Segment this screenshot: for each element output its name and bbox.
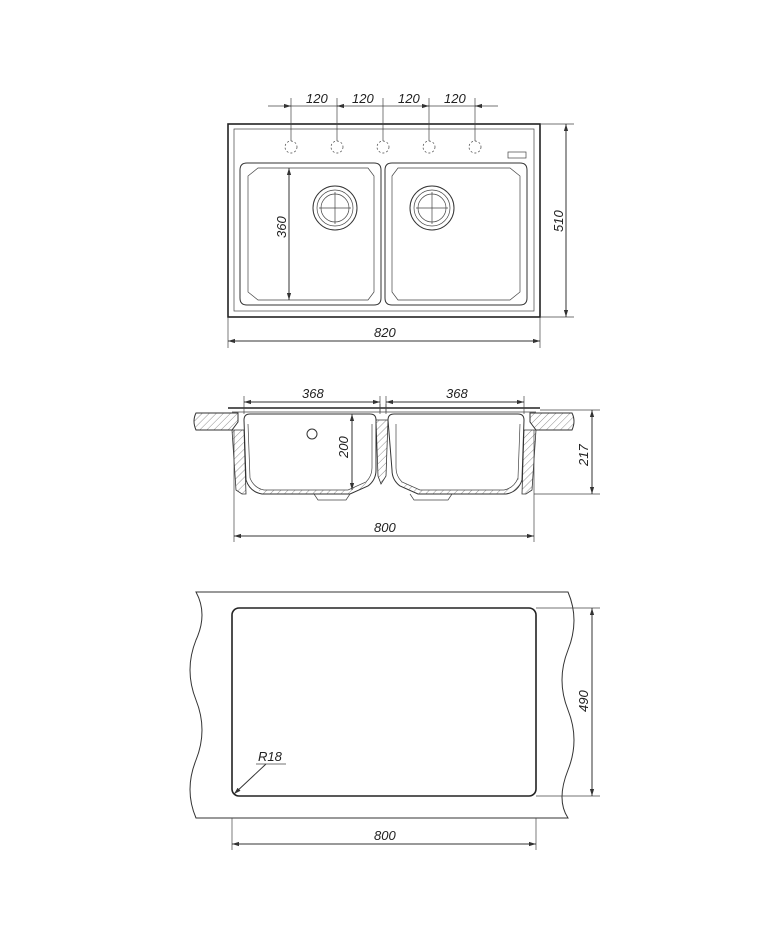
bowl-depth-dim: 360 xyxy=(274,168,292,300)
dim-120-4: 120 xyxy=(444,91,466,106)
section-width-dim: 800 xyxy=(233,514,535,542)
dim-800-section: 800 xyxy=(374,520,396,535)
tap-holes xyxy=(284,140,482,154)
tap-spacing-dims: 120 120 120 120 xyxy=(268,91,498,141)
dim-820: 820 xyxy=(374,325,396,340)
dim-120-2: 120 xyxy=(352,91,374,106)
total-height-dim: 217 xyxy=(534,409,600,495)
dim-510: 510 xyxy=(551,210,566,232)
cutout-rectangle xyxy=(231,607,537,797)
countertop-left xyxy=(193,412,239,431)
bowl-width-dims: 368 368 xyxy=(243,386,525,414)
drain-right-outer xyxy=(409,185,455,231)
height-dim-510: 510 xyxy=(540,123,574,318)
dim-360: 360 xyxy=(274,216,289,238)
cutout-view: R18 490 800 xyxy=(189,591,600,850)
dim-200: 200 xyxy=(336,436,351,459)
cutout-width-dim: 800 xyxy=(231,818,537,850)
dim-120-3: 120 xyxy=(398,91,420,106)
tap-hole-4 xyxy=(422,140,436,154)
dim-120-1: 120 xyxy=(306,91,328,106)
tap-hole-2 xyxy=(330,140,344,154)
section-view: 368 368 200 217 800 xyxy=(193,386,600,542)
left-bowl xyxy=(239,162,382,306)
sink-inner-rim xyxy=(233,128,535,312)
dim-217: 217 xyxy=(576,444,591,467)
width-dim-820: 820 xyxy=(227,317,541,348)
dim-r18: R18 xyxy=(258,749,283,764)
countertop-outline xyxy=(189,591,575,819)
sink-outline xyxy=(227,123,541,318)
corner-radius-callout: R18 xyxy=(233,749,286,795)
dim-800-cutout: 800 xyxy=(374,828,396,843)
countertop-right xyxy=(529,412,575,431)
tap-hole-5 xyxy=(468,140,482,154)
dim-368-right: 368 xyxy=(446,386,468,401)
overflow-slot xyxy=(507,151,527,159)
overflow-hole xyxy=(306,428,318,440)
tap-hole-3 xyxy=(376,140,390,154)
top-view: 120 120 120 120 360 510 820 xyxy=(227,91,574,348)
tap-hole-1 xyxy=(284,140,298,154)
dim-490: 490 xyxy=(576,690,591,712)
bowl-height-dim: 200 xyxy=(336,414,355,490)
dim-368-left: 368 xyxy=(302,386,324,401)
cutout-height-dim: 490 xyxy=(536,607,600,797)
right-bowl xyxy=(384,162,528,306)
drain-left-outer xyxy=(312,185,358,231)
